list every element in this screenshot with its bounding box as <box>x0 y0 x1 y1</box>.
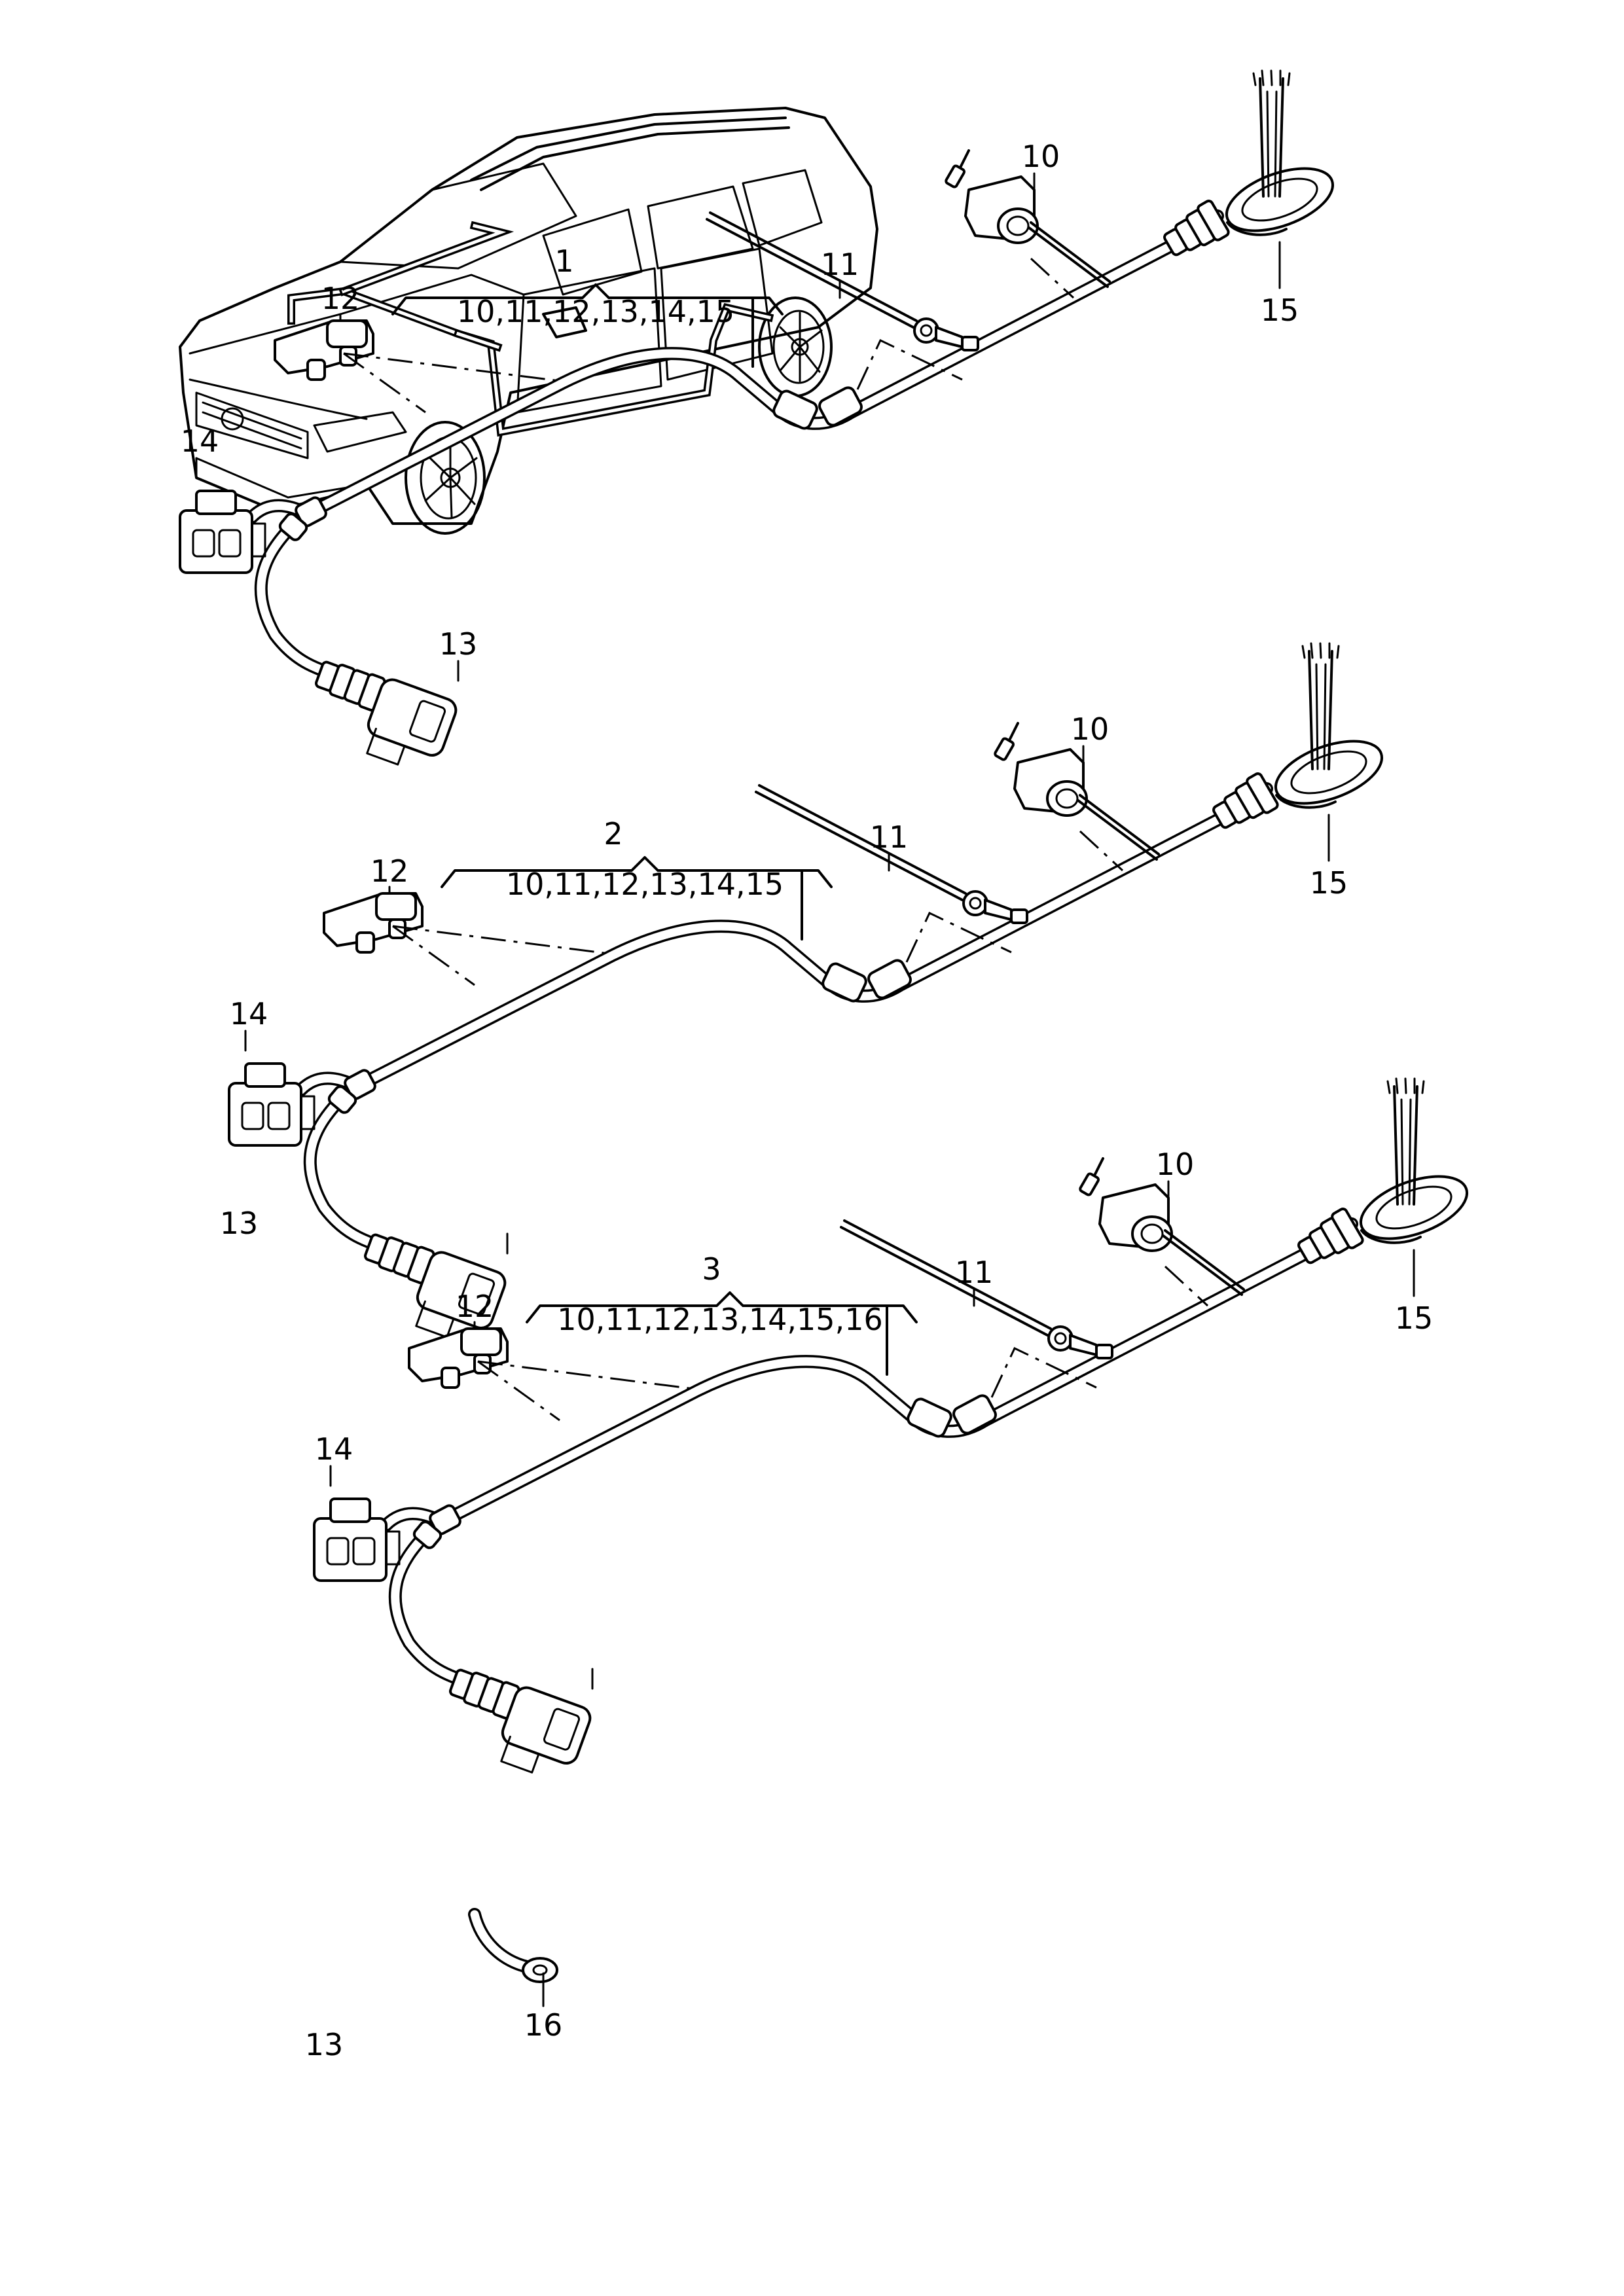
harness-drawing-1 <box>180 71 1341 777</box>
assembly-1-contents: 10,11,12,13,14,15 <box>457 294 734 329</box>
harness-assembly-2: 2 10,11,12,13,14,15 10 11 12 13 14 15 <box>220 643 1390 1350</box>
ground-eyelet-16 <box>475 1914 557 1982</box>
assembly-3-callout-10: 10 <box>1156 1147 1195 1182</box>
assembly-1-number: 1 <box>554 243 573 279</box>
assembly-3-callout-16: 16 <box>524 2007 563 2043</box>
assembly-2-contents: 10,11,12,13,14,15 <box>506 867 784 902</box>
assembly-1-callout-12: 12 <box>321 281 360 316</box>
harness-drawing-3 <box>314 1079 1475 1785</box>
assembly-2-callout-12: 12 <box>370 853 409 889</box>
assembly-2-callout-13: 13 <box>220 1206 259 1241</box>
vehicle-illustration <box>179 107 878 535</box>
assembly-2-callout-15: 15 <box>1310 865 1348 901</box>
assembly-1-callout-10: 10 <box>1022 139 1060 174</box>
assembly-3-callout-15: 15 <box>1395 1300 1434 1336</box>
assembly-1-callout-14: 14 <box>181 423 219 459</box>
assembly-1-callout-13: 13 <box>439 626 478 662</box>
harness-assembly-3: 10,11,12,13,14,15,16 3 10 11 12 13 14 15… <box>305 1079 1475 2062</box>
assembly-3-number: 3 <box>702 1251 721 1287</box>
assembly-2-callout-11: 11 <box>870 819 909 855</box>
assembly-3-callout-12: 12 <box>456 1289 494 1324</box>
harness-assembly-1: 1 10,11,12,13,14,15 10 11 12 13 14 15 <box>180 71 1341 777</box>
assembly-3-callout-13: 13 <box>305 2027 344 2062</box>
assembly-3-contents: 10,11,12,13,14,15,16 <box>557 1302 882 1337</box>
assembly-2-callout-14: 14 <box>230 996 268 1031</box>
assembly-2-number: 2 <box>604 816 623 852</box>
assembly-1-callout-15: 15 <box>1261 293 1299 328</box>
assembly-1-callout-11: 11 <box>821 247 859 282</box>
assembly-3-callout-11: 11 <box>955 1255 994 1290</box>
assembly-2-callout-10: 10 <box>1071 711 1110 747</box>
assembly-3-callout-14: 14 <box>315 1431 353 1467</box>
